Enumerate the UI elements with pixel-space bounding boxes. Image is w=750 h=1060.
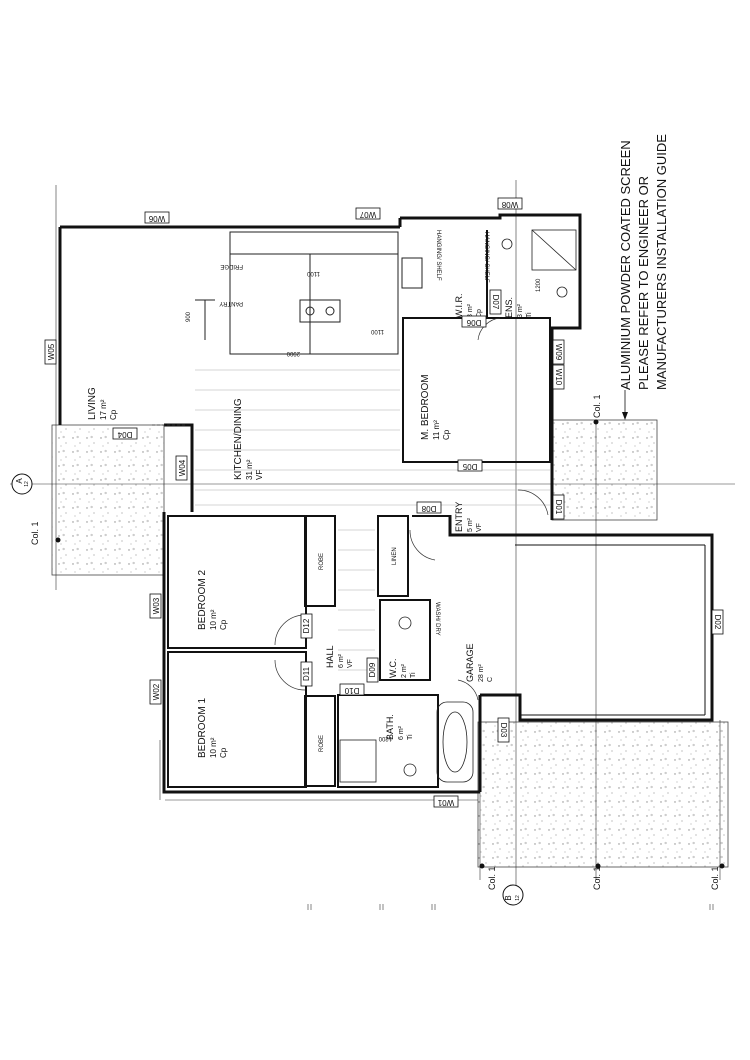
screen-arrow xyxy=(622,412,628,420)
paving-east xyxy=(551,419,658,521)
column-posts xyxy=(55,419,725,869)
column-post xyxy=(719,863,725,869)
floor-hatching xyxy=(195,369,550,671)
door-swings xyxy=(152,317,549,701)
column-post xyxy=(595,863,601,869)
svg-text:A: A xyxy=(15,478,24,484)
paving-west xyxy=(51,424,165,576)
interior-walls xyxy=(167,230,706,788)
paving-south xyxy=(477,721,729,868)
wet-area-fixtures xyxy=(339,229,577,783)
grid-marker-b: B 12 xyxy=(502,884,524,906)
svg-text:B: B xyxy=(504,895,513,900)
column-post xyxy=(479,863,485,869)
grid-marker-a: A 12 xyxy=(11,473,33,495)
svg-text:12: 12 xyxy=(24,481,30,487)
column-post xyxy=(55,537,61,543)
column-post xyxy=(593,419,599,425)
kitchen-bench xyxy=(195,231,423,355)
svg-text:12: 12 xyxy=(515,895,521,901)
